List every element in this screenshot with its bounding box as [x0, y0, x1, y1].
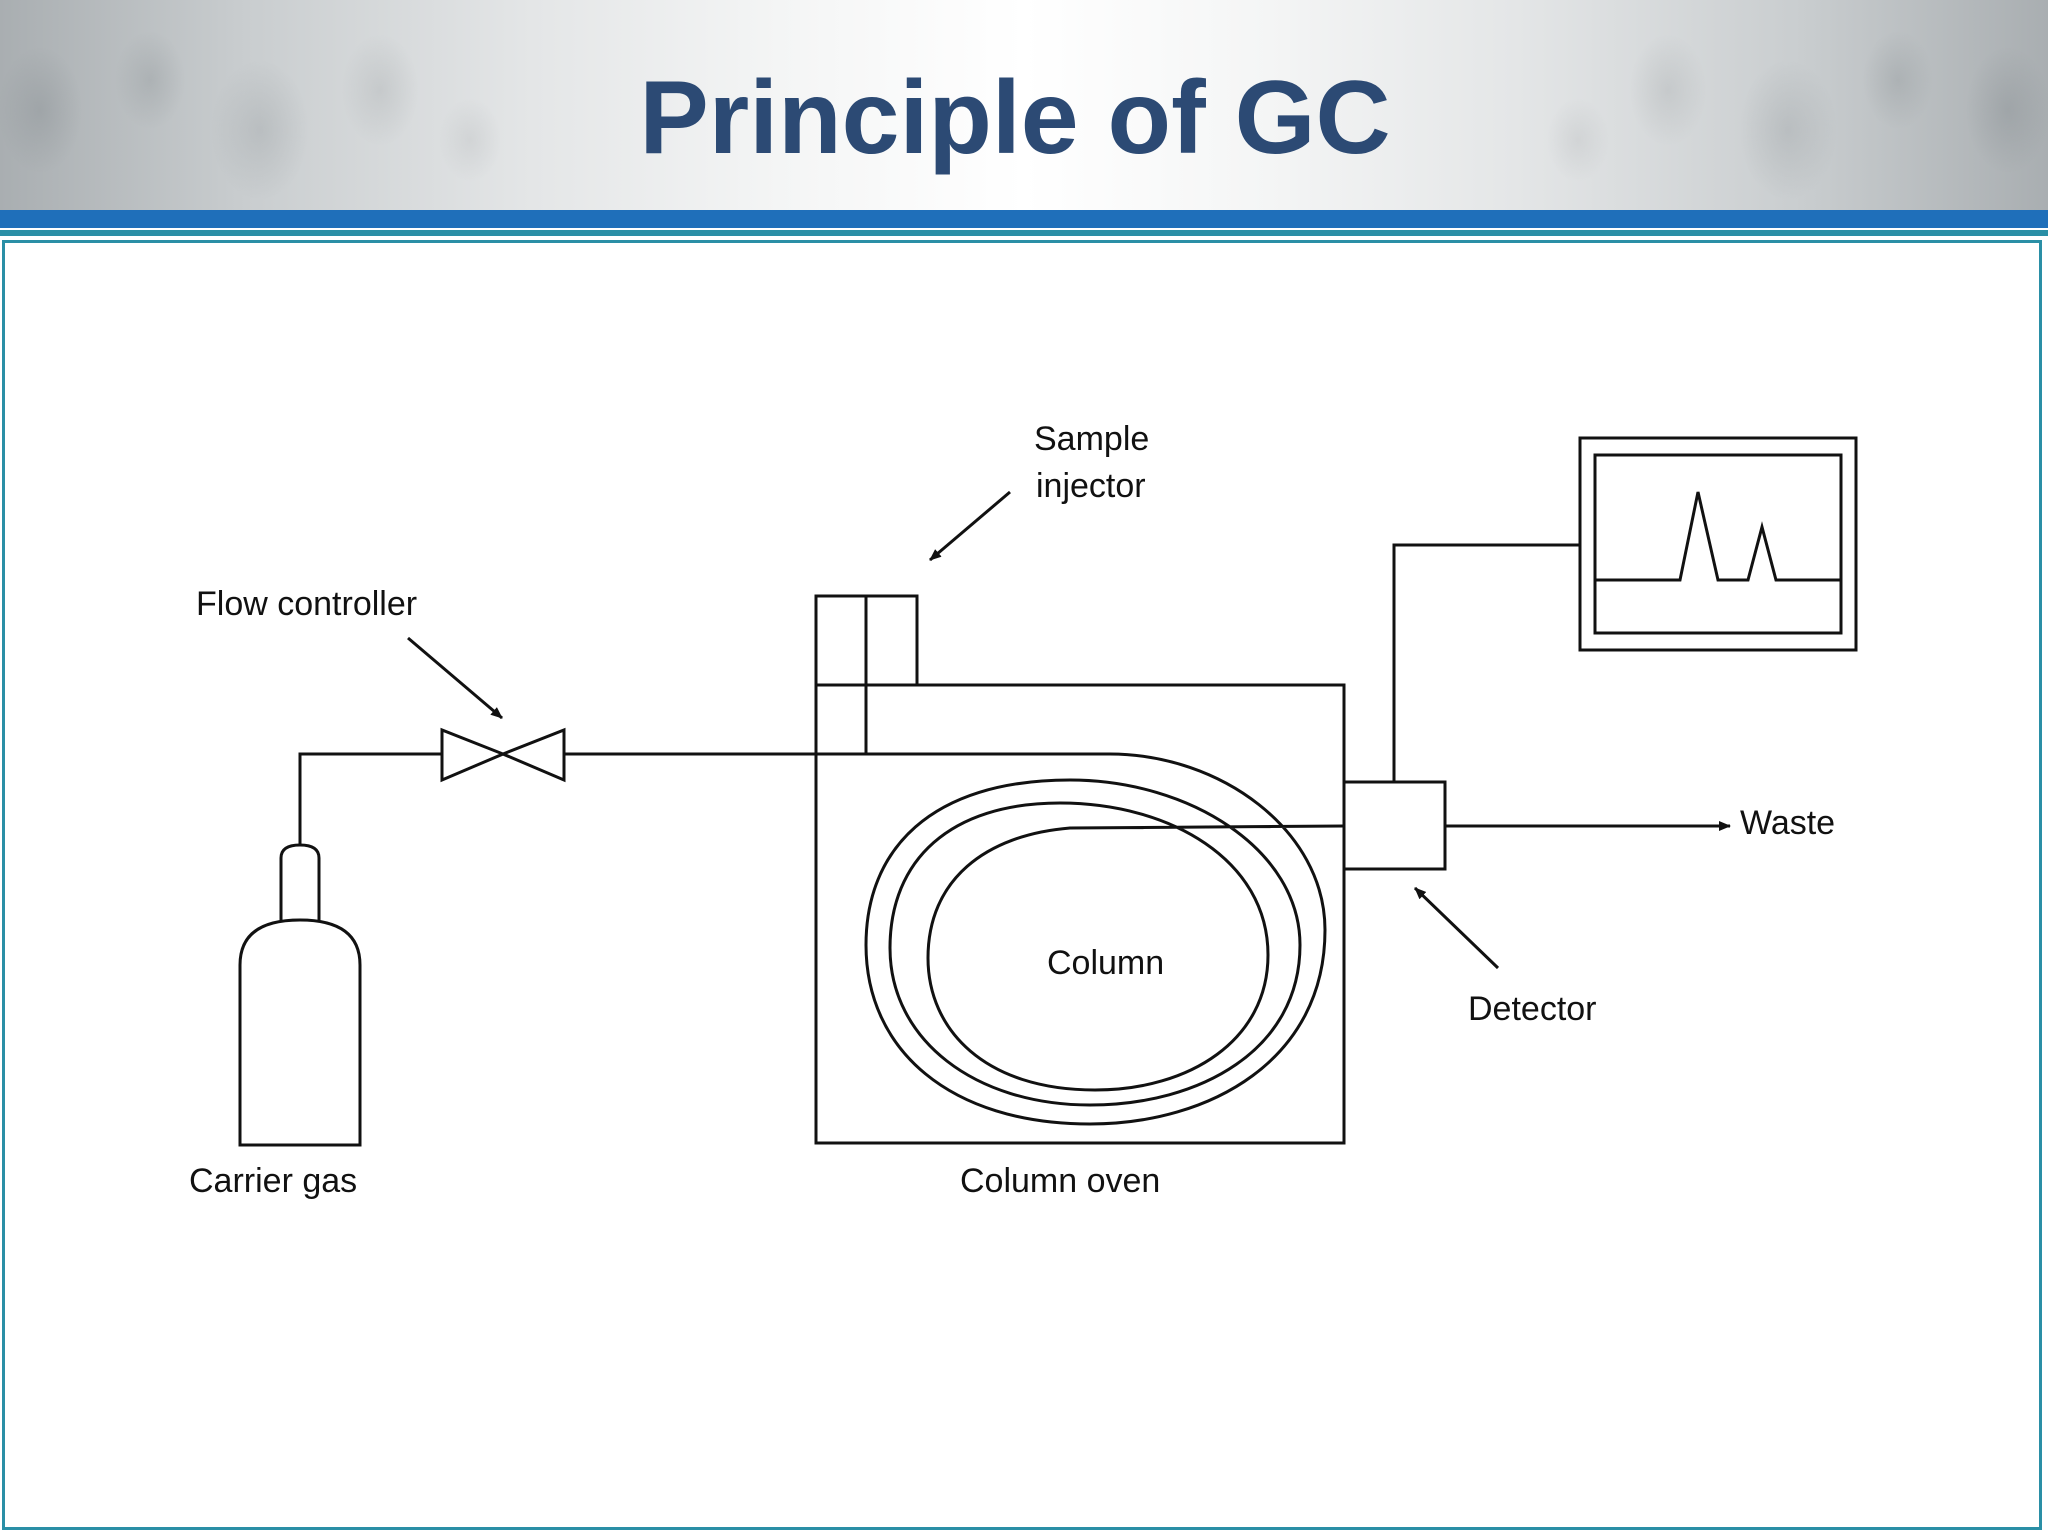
column-oven [814, 683, 1346, 1145]
label-sample-injector-line2: injector [1036, 467, 1146, 505]
column-coil [864, 752, 1345, 1126]
flow-controller-arrow [407, 636, 503, 720]
label-column-oven: Column oven [960, 1162, 1160, 1200]
slide-title: Principle of GC [639, 60, 1391, 176]
sample-injector [814, 594, 919, 754]
header-texture-right [1528, 0, 2048, 210]
header-rule-secondary [0, 230, 2048, 236]
label-flow-controller: Flow controller [196, 585, 417, 623]
detector [1342, 780, 1447, 871]
signal-wire [1392, 543, 1580, 782]
label-detector: Detector [1468, 990, 1597, 1028]
label-waste: Waste [1740, 804, 1835, 842]
header-rule-primary [0, 210, 2048, 228]
label-column: Column [1047, 944, 1164, 982]
flow-controller-valve [440, 727, 566, 783]
carrier-gas-cylinder [238, 843, 362, 1147]
content-frame [2, 240, 2042, 1530]
detector-arrow [1413, 886, 1500, 970]
carrier-gas-line [298, 752, 442, 845]
label-carrier-gas: Carrier gas [189, 1162, 357, 1200]
sample-injector-arrow [929, 490, 1011, 562]
slide-header: Principle of GC [0, 0, 2048, 210]
label-sample-injector-line1: Sample [1034, 420, 1149, 458]
header-texture-left [0, 0, 520, 210]
recorder-display [1578, 436, 1858, 652]
